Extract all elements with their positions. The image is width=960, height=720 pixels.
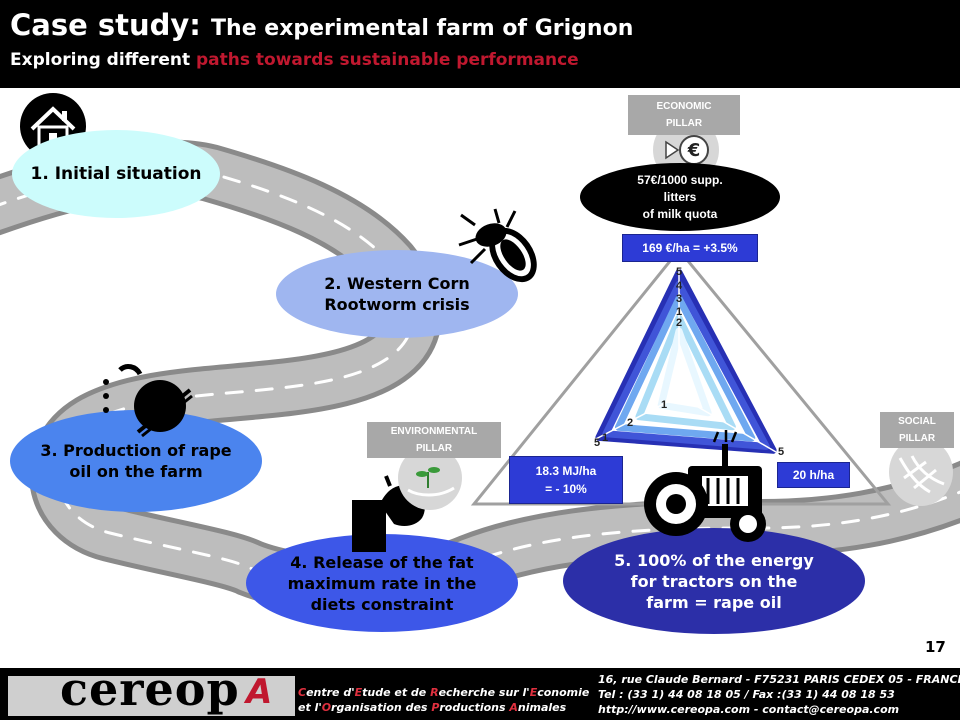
footer-address: 16, rue Claude Bernard - F75231 PARIS CE… [598, 673, 960, 686]
org1-initial-e: E [354, 686, 363, 699]
org2-part-4: nimales [517, 701, 567, 714]
plant-in-hands-icon [407, 467, 455, 497]
radar-inner-label-3: 5 [594, 437, 600, 449]
milk-quota-line-2: litters [663, 189, 697, 204]
milk-quota-line-3: of milk quota [642, 206, 718, 221]
radar-level-2 [635, 314, 736, 431]
footer-web[interactable]: http://www.cereopa.com - contact@cereopa… [598, 703, 899, 716]
environmental-pillar-line-2: PILLAR [415, 443, 453, 454]
social-pillar-line-2: PILLAR [898, 433, 936, 444]
page-number: 17 [925, 638, 946, 656]
economic-pillar-line-1: ECONOMIC [656, 101, 712, 112]
radar-top-label-2: 3 [676, 293, 682, 305]
step-5-tractor-energy: 5. 100% of the energy for tractors on th… [563, 528, 865, 634]
cereopa-logo-mark: A [246, 672, 273, 712]
org2-part-1: et l' [298, 701, 322, 714]
radar-top-label-3: 1 [676, 306, 682, 318]
milk-quota-line-1: 57€/1000 supp. [637, 172, 723, 187]
step-1-line-1: 1. Initial situation [30, 164, 202, 184]
environmental-pillar-line-1: ENVIRONMENTAL [390, 426, 478, 437]
step-4-line-1: 4. Release of the fat [290, 552, 474, 572]
org-name-line-1: Centre d'Etude et de Recherche sur l'Eco… [298, 686, 589, 699]
step-4-line-3: diets constraint [310, 594, 454, 614]
org1-initial-c: C [298, 686, 307, 699]
title-sub: The experimental farm of Grignon [211, 16, 634, 41]
step-4-line-2: maximum rate in the [287, 573, 477, 593]
euro-icon: € [665, 135, 709, 165]
step-3-line-1: 3. Production of rape [40, 441, 232, 460]
step-4-fat-rate-release: 4. Release of the fat maximum rate in th… [246, 534, 518, 632]
radar-right-label: 5 [778, 446, 784, 458]
radar-level-3 [614, 295, 756, 442]
org1-part-2: tude et de [362, 686, 431, 699]
radar-level-5 [595, 269, 777, 454]
milk-quota-ellipse: 57€/1000 supp. litters of milk quota [580, 163, 780, 231]
tractor-icon [644, 430, 766, 542]
org1-part-4: conomie [537, 686, 590, 699]
environmental-value-line-1: 18.3 MJ/ha [535, 464, 597, 478]
radar-top-label-1: 4 [676, 280, 683, 292]
slide-subtitle: Exploring different paths towards sustai… [10, 50, 579, 70]
org2-initial-a: A [509, 701, 518, 714]
step-2-rootworm-crisis: 2. Western Corn Rootworm crisis [276, 250, 518, 338]
org2-initial-p: P [431, 701, 440, 714]
cereopa-logo: cereop [60, 662, 240, 716]
org-name-line-2: et l'Organisation des Productions Animal… [298, 701, 566, 714]
org2-initial-o: O [321, 701, 332, 714]
social-pillar-line-1: SOCIAL [898, 416, 936, 427]
title-main: Case study: [10, 8, 201, 42]
social-pillar-circle [889, 438, 953, 506]
subtitle-highlight: paths towards sustainable performance [196, 50, 579, 70]
environmental-value-line-2: = - 10% [545, 482, 587, 496]
economic-value-box: 169 €/ha = +3.5% [622, 234, 758, 262]
radar-top-label-4: 2 [676, 317, 682, 329]
org2-part-2: rganisation des [331, 701, 432, 714]
environmental-value-box: 18.3 MJ/ha = - 10% [509, 456, 623, 504]
radar-axis-2 [678, 395, 777, 453]
step-2-line-2: Rootworm crisis [324, 295, 470, 314]
radar-inner-label-1: 2 [627, 417, 633, 429]
oil-can-icon [103, 364, 193, 438]
org1-initial-r: R [430, 686, 439, 699]
step-1-initial-situation: 1. Initial situation [12, 130, 220, 218]
org1-part-1: entre d' [306, 686, 355, 699]
header-bar: Case study: The experimental farm of Gri… [0, 0, 960, 88]
environmental-pillar-label: ENVIRONMENTAL PILLAR [367, 422, 501, 458]
org1-initial-e2: E [529, 686, 538, 699]
step-5-line-1: 5. 100% of the energy [614, 550, 814, 570]
social-pillar-label: SOCIAL PILLAR [880, 412, 954, 448]
footer-phone: Tel : (33 1) 44 08 18 05 / Fax :(33 1) 4… [598, 688, 895, 701]
cow-icon [352, 474, 425, 552]
radar-level-1 [657, 327, 712, 417]
step-5-line-3: farm = rape oil [646, 592, 782, 612]
social-value-box: 20 h/ha [777, 462, 850, 488]
radar-inner-label-2: 1 [602, 432, 608, 444]
step-3-line-2: oil on the farm [69, 462, 203, 481]
rootworm-beetle-icon [458, 208, 537, 283]
radar-level-4 [602, 280, 770, 450]
economic-pillar-line-2: PILLAR [665, 118, 703, 129]
org2-part-3: roductions [439, 701, 510, 714]
step-5-line-2: for tractors on the [630, 571, 798, 591]
handshake-icon [898, 455, 945, 494]
logo-band [8, 676, 295, 716]
footer-web-text[interactable]: http://www.cereopa.com - contact@cereopa… [598, 703, 900, 716]
subtitle-plain: Exploring different [10, 50, 191, 70]
step-2-line-1: 2. Western Corn [324, 274, 470, 293]
economic-pillar-label: ECONOMIC PILLAR [628, 95, 740, 135]
radar-axis-1 [589, 395, 680, 443]
org1-part-3: echerche sur l' [438, 686, 530, 699]
radar-top-label-0: 5 [676, 266, 682, 278]
slide-title: Case study: The experimental farm of Gri… [10, 8, 633, 42]
step-3-rape-oil-production: 3. Production of rape oil on the farm [10, 410, 262, 512]
svg-text:€: € [687, 140, 701, 161]
radar-inner-label-0: 1 [661, 399, 667, 411]
